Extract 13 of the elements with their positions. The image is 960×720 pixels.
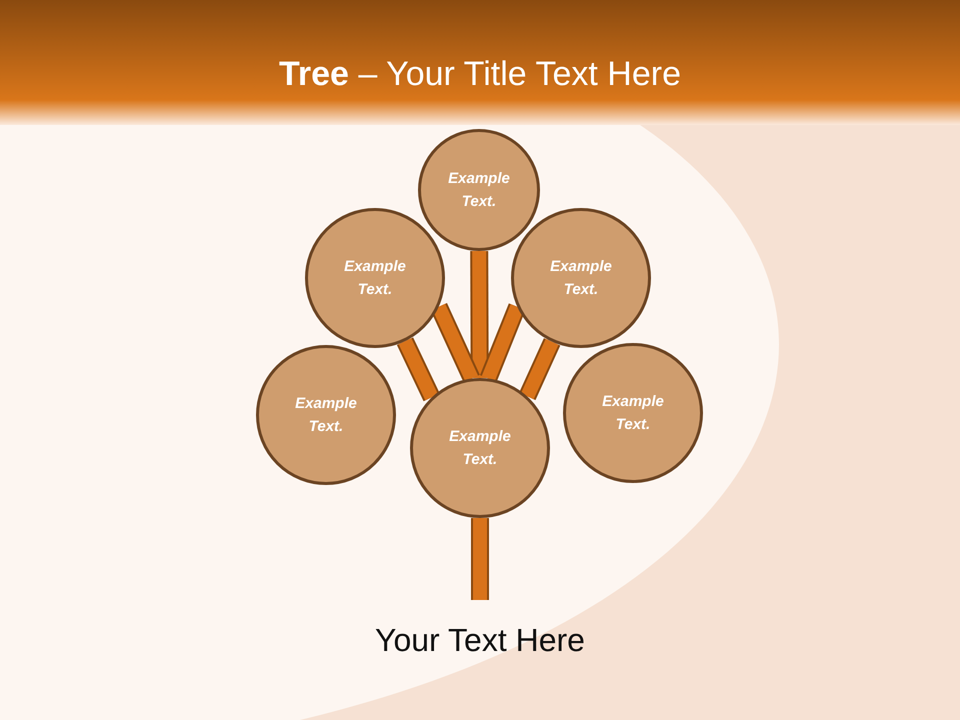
tree-branch: [471, 518, 489, 600]
node-text: Example Text.: [601, 392, 665, 435]
node-text: Example Text.: [294, 394, 358, 437]
node-text: Example Text.: [448, 427, 512, 470]
node-text: Example Text.: [447, 169, 511, 212]
caption: Your Text Here: [375, 622, 585, 659]
tree-branch: [396, 337, 440, 402]
node-text: Example Text.: [549, 257, 613, 300]
tree-branch: [430, 302, 480, 382]
tree-branch: [519, 338, 560, 400]
node-text: Example Text.: [343, 257, 407, 300]
title: Tree – Your Title Text Here: [279, 55, 681, 94]
tree-branch: [470, 250, 489, 378]
